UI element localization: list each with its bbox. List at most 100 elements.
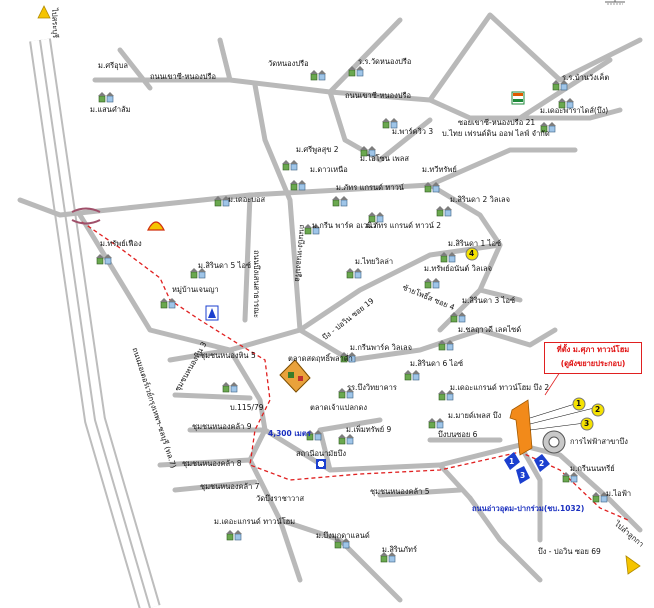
landmark-number-4: 4	[469, 249, 475, 258]
blue-marker-1	[504, 452, 520, 470]
callout-line-1: ที่ตั้ง ม.ศุภา ทาวน์โฮม	[556, 345, 630, 354]
village-house-icon	[304, 224, 320, 235]
label-m-sitarin6: ม.สิรินดา 6 ไอซ์	[410, 359, 464, 368]
village-house-icon	[96, 254, 112, 265]
road-label-nongkhla-8: ชุมชนหนองคล้า 8	[182, 459, 242, 468]
phase-marker-2	[591, 403, 605, 417]
label-m-theparadise: ม.เดอะพาราไดส์(บึง)	[540, 106, 609, 115]
shell-icon	[147, 221, 165, 231]
label-m-supanan: ม.ทรัพย์อนันต์ วิลเลจ	[424, 264, 493, 273]
label-m-thaisong: ม.ไอโซน เพลส	[360, 154, 409, 163]
label-m-chaloem: ม.ชลฤาวดี เลคไซด์	[458, 325, 522, 334]
label-m-sitarin1: ม.สิรินดา 1 ไอซ์	[448, 239, 502, 248]
compass-icon	[605, 0, 625, 5]
direction-arrow-bottom-right	[625, 555, 641, 575]
village-house-icon	[214, 196, 230, 207]
phase-number-1: 1	[576, 399, 582, 408]
village-house-icon	[226, 530, 242, 541]
label-m-pattra2: ม.ภัทร แกรนด์ ทาวน์ 2	[366, 221, 442, 230]
label-health-center: สถานีอนามัยบึง	[296, 449, 347, 458]
site-location	[509, 371, 595, 456]
label-market: ตลาดสดฤทธิ์พลาด่ำ	[288, 354, 353, 363]
road-label-buengsaen: ถนนบึงเสนสาธารณะ	[252, 250, 261, 319]
phase-number-2: 2	[595, 405, 601, 414]
village-house-icon	[450, 312, 466, 323]
market-icon	[279, 359, 311, 393]
electricity-gear-icon	[542, 430, 566, 454]
village-house-icon	[540, 122, 556, 133]
label-m-thaiwilla: ม.ไทยวิลล่า	[355, 257, 394, 266]
label-m-saenkhamsom: ม.แสนคำส้ม	[90, 105, 131, 114]
blue-number-2: 2	[539, 459, 545, 468]
village-house-icon	[428, 418, 444, 429]
route-line	[81, 221, 629, 521]
interchange	[71, 207, 101, 225]
road-label-nongprue-mid: ถนนเขาซี-หนองปรือ	[345, 91, 412, 100]
road-label-nongprue-top: ถนนเขาซี-หนองปรือ	[150, 72, 217, 81]
road-label-nongkhla-9: ชุมชนหนองคล้า 9	[192, 422, 252, 431]
village-house-icon	[592, 492, 608, 503]
label-m-permsap9: ม.เพิ่มทรัพย์ 9	[346, 425, 392, 434]
label-m-the-ancient2: ม.เดอะแกรนด์ ทาวน์โฮม	[214, 517, 296, 526]
village-house-icon	[436, 206, 452, 217]
village-house-icon	[440, 252, 456, 263]
label-m-pattra-grand: ม.ภัทร แกรนด์ ทาวน์	[336, 183, 404, 192]
village-house-icon	[562, 472, 578, 483]
label-m-tawisap: ม.ทวีทรัพย์	[422, 165, 457, 174]
label-m-green-park: ม.กรีน พาร์ค อเวนิว	[312, 221, 377, 230]
phase-number-3: 3	[584, 419, 590, 428]
label-m-ifah: ม.ไอฟ้า	[606, 489, 632, 498]
road-label-nonghee-5: ชุมชนหนองหิน 5	[200, 351, 256, 360]
callout-line-2: (ดูผังขยายประกอบ)	[560, 359, 626, 368]
road-label-1032: ถนนอ่าวอุดม-ปากร่วม(ชบ.1032)	[472, 504, 585, 513]
village-house-icon	[360, 146, 376, 157]
village-house-icon	[222, 382, 238, 393]
village-house-icon	[368, 212, 384, 223]
label-m-greenpark-village: ม.กรีนพาร์ค วิลเลจ	[350, 343, 412, 352]
label-m-parkview3: ม.พาร์ควิว 3	[392, 127, 434, 136]
road-label-soi6: บึงบนซอย 6	[438, 430, 478, 439]
village-house-icon	[558, 98, 574, 109]
village-house-icon	[332, 196, 348, 207]
village-house-icon	[340, 352, 356, 363]
village-house-icon	[160, 298, 176, 309]
village-house-icon	[282, 160, 298, 171]
village-house-icon	[338, 388, 354, 399]
seven-eleven-icon	[511, 91, 525, 105]
direction-arrow-top-left	[37, 5, 51, 19]
label-m-sirinapat: ม.สิรินภัทร์	[382, 545, 417, 554]
blue-number-1: 1	[509, 457, 515, 466]
village-house-icon	[424, 182, 440, 193]
label-electricity: การไฟฟ้าสาขาบึง	[570, 437, 628, 446]
road-label-nongkhla-5: ชุมชนหนองคล้า 5	[370, 487, 430, 496]
village-house-icon	[310, 70, 326, 81]
village-house-icon	[348, 66, 364, 77]
village-house-icon	[438, 390, 454, 401]
label-school-nongprue: ร.ร.วัดหนองปรือ	[358, 57, 412, 66]
village-house-icon	[346, 268, 362, 279]
label-m-sriubon: ม.ศรีอุบล	[98, 61, 128, 70]
road-label-nongkhla-7: ชุมชนหนองคล้า 7	[200, 482, 260, 491]
village-house-icon	[190, 268, 206, 279]
label-v-115: บ.115/79	[230, 403, 264, 412]
direction-label-saraburi: ไปสระบุรี	[50, 7, 61, 39]
village-house-icon	[424, 278, 440, 289]
landmark-marker-4	[465, 247, 479, 261]
label-m-buengmukdanan: ม.บึงมุกดาแลนด์	[316, 531, 370, 540]
label-school-buengwithaya: รร.บึงวิทยาคาร	[347, 383, 397, 392]
label-m-green-nonsri: ม.กรีนนนทรีย์	[570, 464, 615, 473]
label-m-sitarin5: ม.สิรินดา 5 ไอซ์	[198, 261, 252, 270]
ptt-icon	[205, 305, 219, 321]
village-house-icon	[552, 80, 568, 91]
village-house-icon	[98, 92, 114, 103]
phase-marker-3	[580, 417, 594, 431]
village-house-icon	[334, 538, 350, 549]
label-m-srisuk2: ม.ศรีพูลสุข 2	[296, 145, 339, 154]
label-wat-buengratcha: วัดบึงราชาวาส	[256, 494, 305, 503]
village-house-icon	[404, 370, 420, 381]
road-label-soi69: บึง - ปอวิน ซอย 69	[538, 547, 601, 556]
village-house-icon	[290, 180, 306, 191]
label-market2: ตลาดเจ้าแปลกดง	[310, 403, 367, 412]
blue-marker-3	[516, 466, 530, 484]
health-center-icon	[316, 459, 326, 469]
